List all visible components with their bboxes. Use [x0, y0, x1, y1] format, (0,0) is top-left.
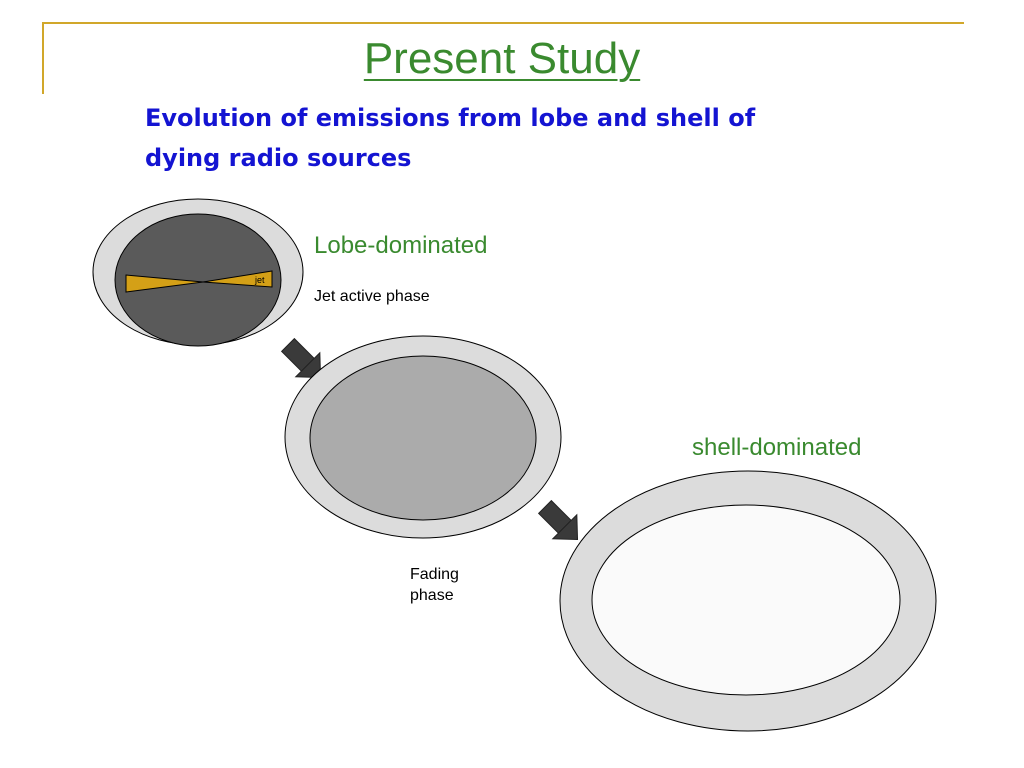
arrow-fading-to-shell [537, 499, 579, 541]
source-shell-dominated [559, 470, 937, 732]
subtitle-line-1: Evolution of emissions from lobe and she… [145, 104, 756, 132]
frame-top-rule [42, 22, 964, 24]
jet-cone-right [202, 270, 273, 288]
jet-cone-left [125, 274, 204, 293]
page-title: Present Study [363, 34, 641, 83]
arrow-head [551, 513, 579, 541]
subtitle-line-2: dying radio sources [145, 144, 412, 172]
jet-label: jet [254, 275, 265, 285]
lobe-empty [591, 504, 901, 696]
subtitle: Evolution of emissions from lobe and she… [145, 98, 845, 178]
fading-phase-label: Fading phase [410, 564, 459, 606]
jet-active-phase-label: Jet active phase [314, 288, 430, 305]
frame-left-rule [42, 22, 44, 94]
fading-label-line-1: Fading [410, 566, 459, 583]
lobe-fading [309, 355, 537, 521]
arrow-active-to-fading [280, 337, 322, 379]
shell-dominated-label: shell-dominated [692, 434, 862, 461]
arrow-head [294, 351, 322, 379]
fading-label-line-2: phase [410, 587, 454, 604]
lobe-dominated-label: Lobe-dominated [314, 232, 488, 259]
source-fading [284, 335, 562, 539]
lobe-active [114, 213, 282, 347]
source-active: jet [92, 198, 304, 347]
